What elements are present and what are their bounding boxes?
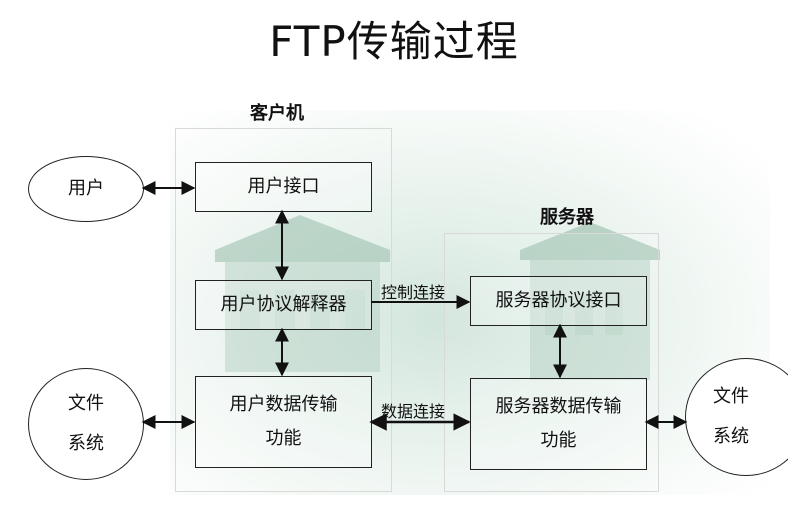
server-data-transfer-box: 服务器数据传输 功能 [470,378,647,470]
user-ellipse: 用户 [28,156,144,222]
server-protocol-interface-label: 服务器协议接口 [495,289,622,311]
user-data-transfer-label-line2: 功能 [265,428,302,449]
file-system-left-label-line1: 文件 [68,393,104,415]
file-system-right-label-line2: 系统 [713,426,749,447]
client-group [175,128,392,492]
user-interface-box: 用户接口 [195,162,372,212]
control-connection-label: 控制连接 [381,283,446,302]
file-system-right-label-line1: 文件 [713,386,749,408]
user-data-transfer-box: 用户数据传输 功能 [195,376,372,468]
client-group-label: 客户机 [250,103,304,124]
file-system-right-ellipse: 文件 系统 [685,358,788,476]
user-protocol-interpreter-box: 用户协议解释器 [195,280,372,330]
user-data-transfer-label-line1: 用户数据传输 [229,393,338,415]
page-title: FTP传输过程 [269,17,519,66]
user-protocol-interpreter-label: 用户协议解释器 [220,293,347,315]
server-group-label: 服务器 [540,207,594,228]
file-system-left-ellipse: 文件 系统 [28,368,144,480]
user-interface-label: 用户接口 [247,175,320,197]
user-label: 用户 [68,178,104,200]
file-system-left-label-line2: 系统 [68,433,104,454]
server-data-transfer-label-line1: 服务器数据传输 [495,395,622,417]
server-data-transfer-label-line2: 功能 [540,430,577,451]
server-protocol-interface-box: 服务器协议接口 [470,276,647,326]
